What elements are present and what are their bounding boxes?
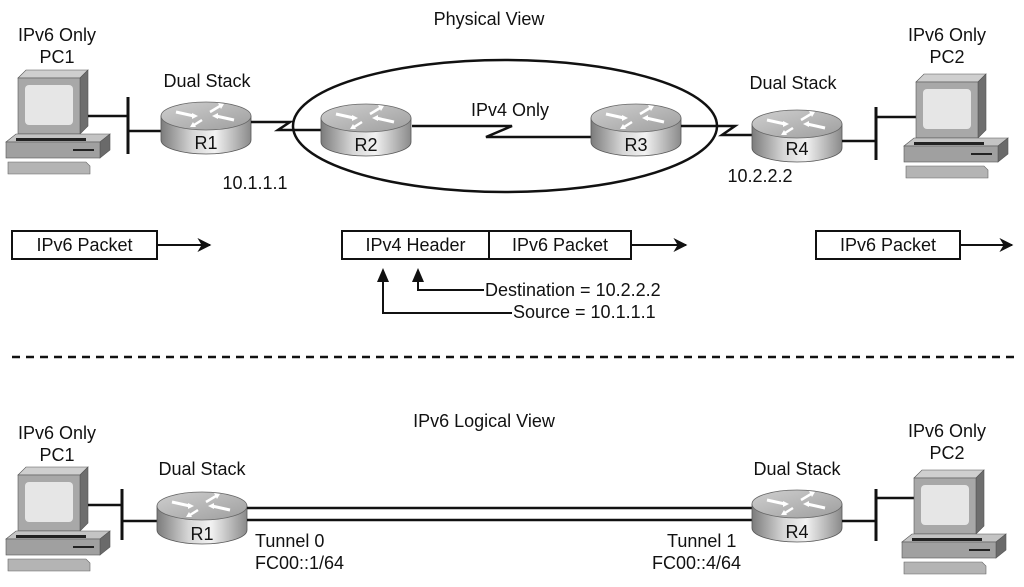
r1-role-label: Dual Stack: [163, 71, 251, 91]
pc1-icon: [5, 69, 111, 175]
logical-r4-role-label: Dual Stack: [753, 459, 841, 479]
ipv4-only-label: IPv4 Only: [470, 100, 550, 120]
tunnel0-label: Tunnel 0: [255, 531, 325, 551]
source-pointer: [382, 278, 512, 314]
logical-pc1-label-line1: IPv6 Only: [17, 423, 97, 443]
r4-name: R4: [785, 139, 808, 159]
logical-pc1-label-line2: PC1: [39, 445, 75, 465]
pc2-label-line1: IPv6 Only: [907, 25, 987, 45]
r2-name: R2: [354, 135, 377, 155]
r1-name: R1: [194, 133, 217, 153]
r3-name: R3: [624, 135, 647, 155]
logical-pc2-icon: [901, 469, 1007, 575]
logical-pc1-icon: [5, 466, 111, 572]
ipv6-packet-left: IPv6 Packet: [11, 230, 158, 260]
serial-link-r1-r2: [251, 120, 322, 132]
ipv6-packet-encapsulated: IPv6 Packet: [488, 230, 632, 260]
r1-address-label: 10.1.1.1: [222, 173, 288, 193]
destination-pointer: [417, 278, 484, 291]
logical-view-title: IPv6 Logical View: [413, 411, 555, 431]
tunnel0-address: FC00::1/64: [255, 553, 345, 573]
tunnel1-label: Tunnel 1: [667, 531, 737, 551]
destination-arrowhead: [412, 268, 424, 282]
pc2-label-line2: PC2: [929, 47, 965, 67]
serial-link-r2-r3: [412, 124, 592, 139]
tunnel1-address: FC00::4/64: [652, 553, 742, 573]
source-label: Source = 10.1.1.1: [513, 302, 656, 322]
pc1-label-line2: PC1: [39, 47, 75, 67]
r4-address-label: 10.2.2.2: [727, 166, 793, 186]
destination-label: Destination = 10.2.2.2: [485, 280, 661, 300]
pc2-icon: [903, 73, 1009, 179]
physical-view-title: Physical View: [433, 9, 545, 29]
ipv4-header-box: IPv4 Header: [341, 230, 490, 260]
logical-r1-role-label: Dual Stack: [158, 459, 246, 479]
r4-role-label: Dual Stack: [749, 73, 837, 93]
ipv6-packet-right: IPv6 Packet: [815, 230, 961, 260]
logical-pc2-label-line2: PC2: [929, 443, 965, 463]
logical-r1-name: R1: [190, 524, 213, 544]
serial-link-r3-r4: [681, 124, 752, 137]
pc1-label-line1: IPv6 Only: [17, 25, 97, 45]
logical-pc2-label-line1: IPv6 Only: [907, 421, 987, 441]
source-arrowhead: [377, 268, 389, 282]
logical-r4-name: R4: [785, 522, 808, 542]
